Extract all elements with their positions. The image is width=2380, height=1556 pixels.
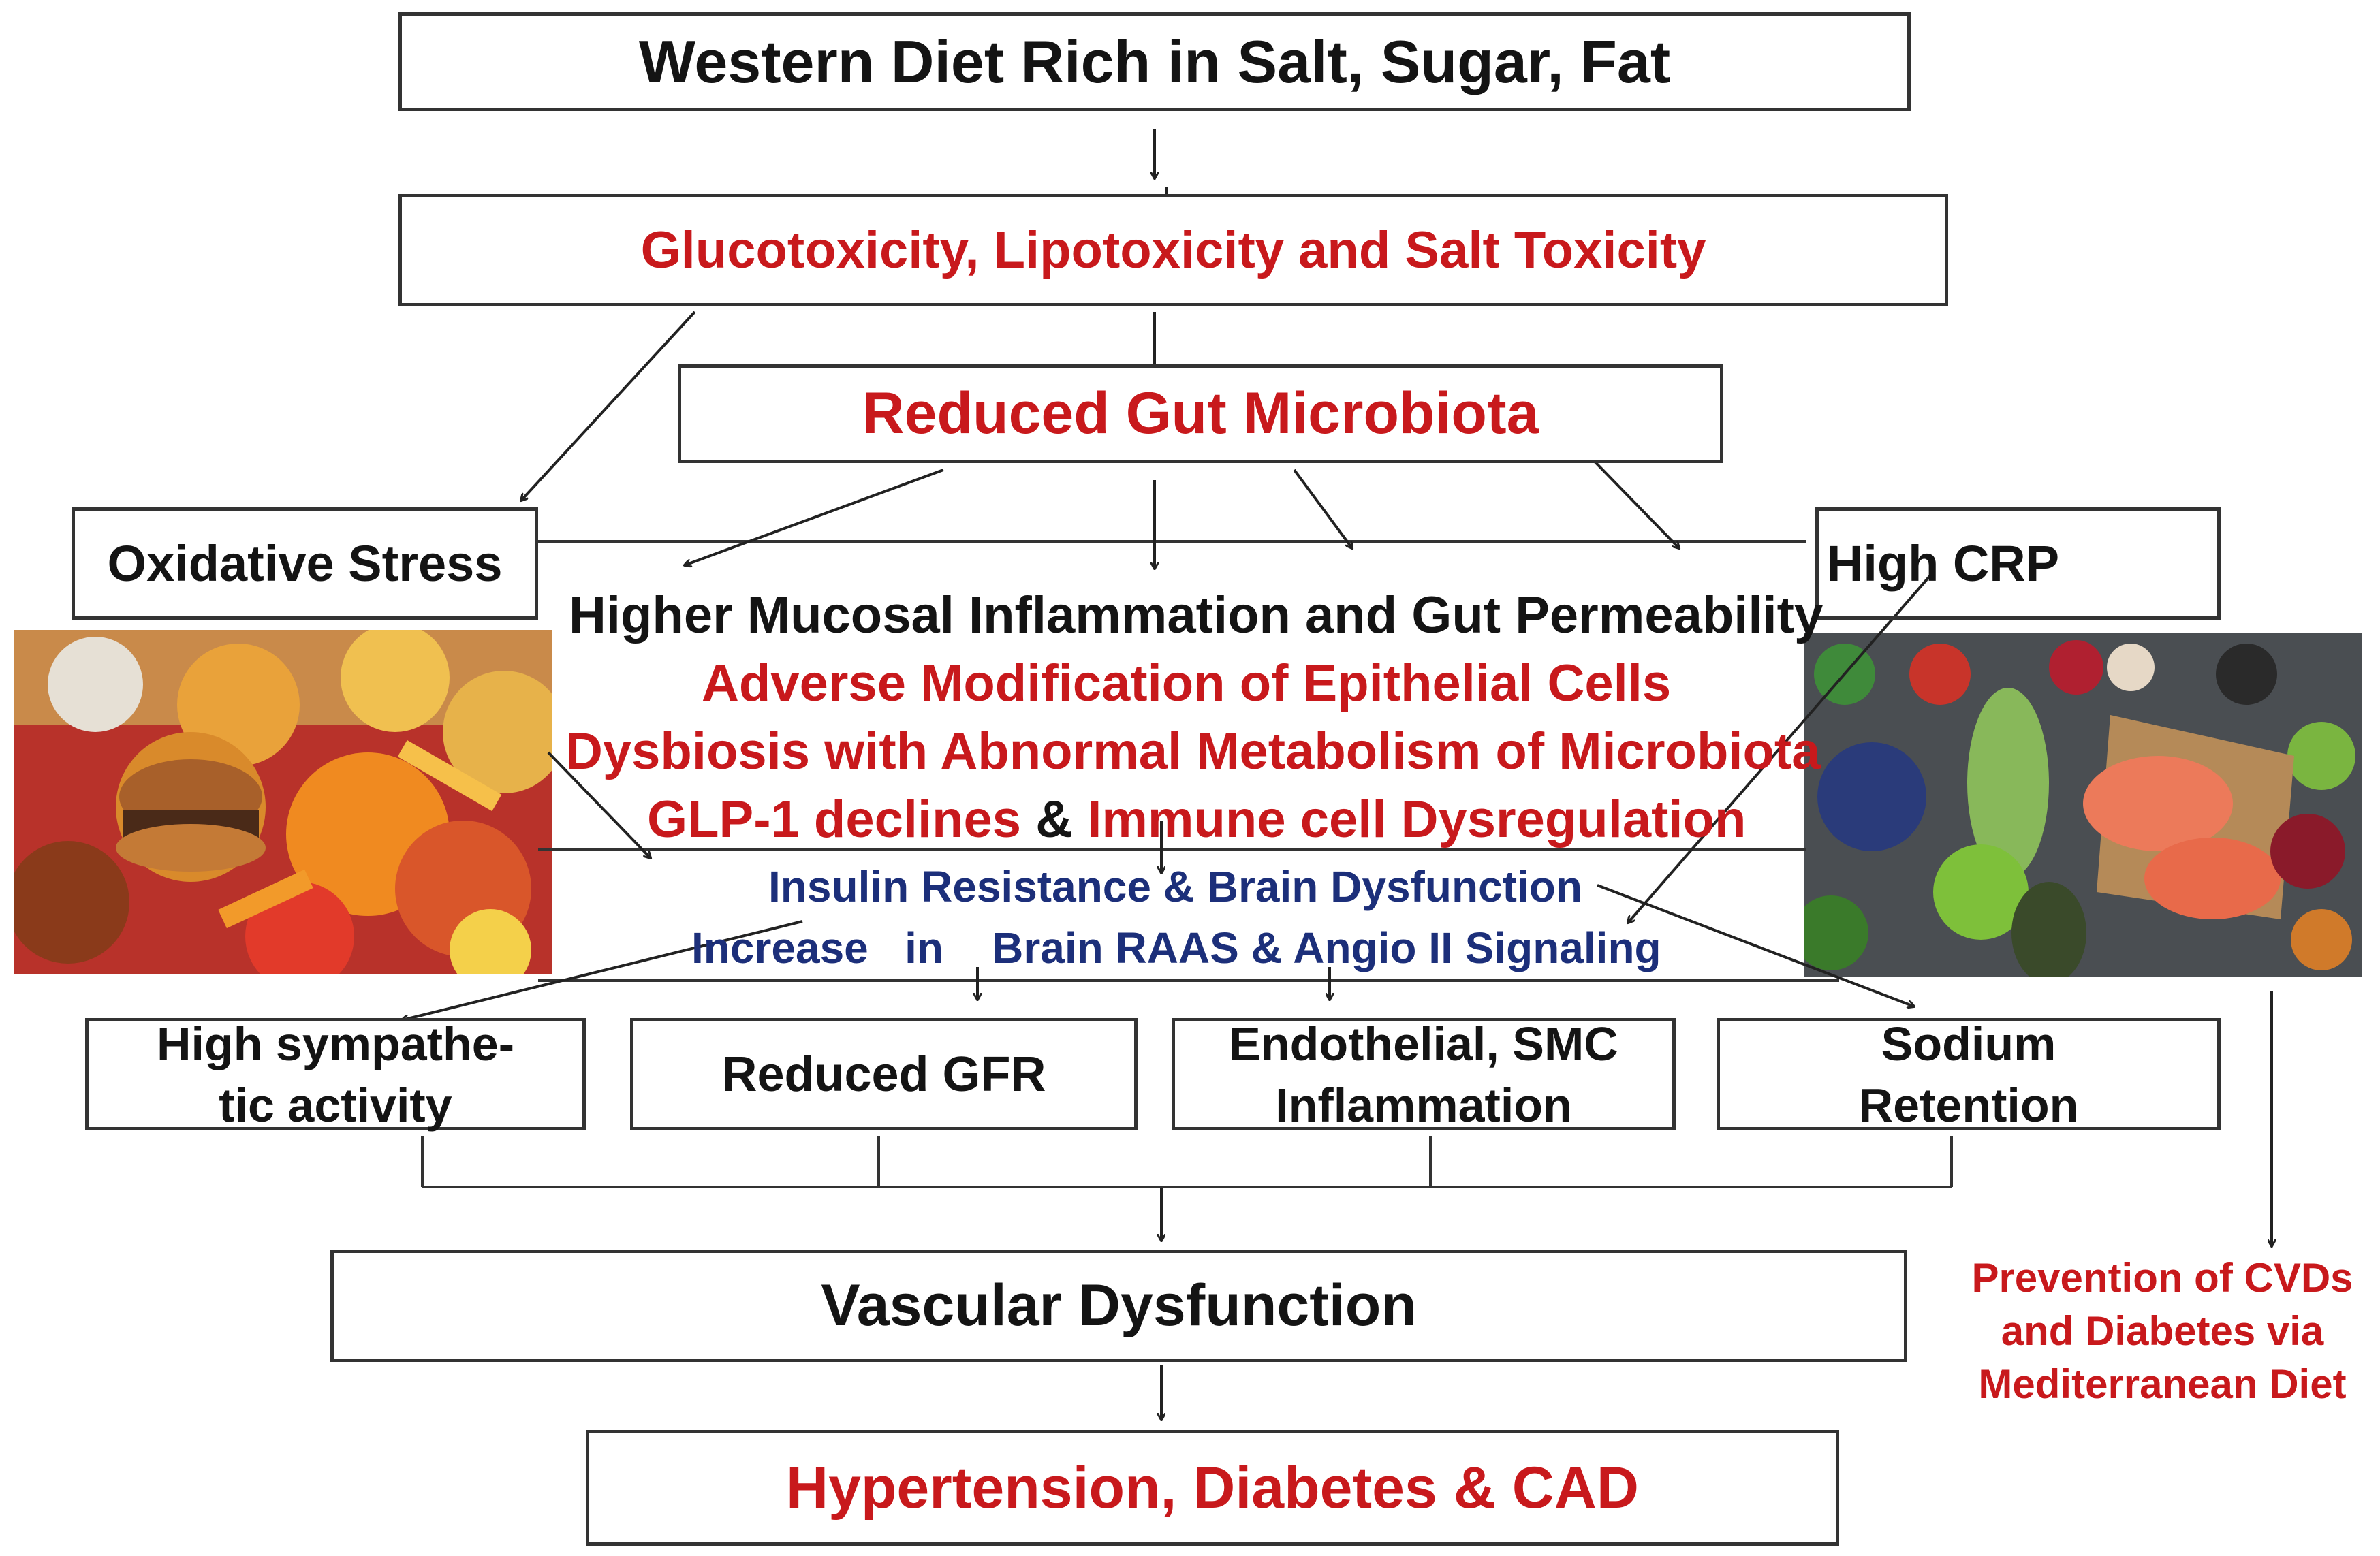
ampersand-text: &: [1035, 791, 1074, 848]
sodium-line2: Retention: [1858, 1078, 2079, 1132]
endothelial-line1: Endothelial, SMC: [1229, 1017, 1618, 1070]
sympathetic-line1: High sympathe-: [156, 1017, 515, 1070]
prevention-line1: Prevention of CVDs: [1971, 1255, 2353, 1301]
prevention-line3: Mediterranean Diet: [1978, 1361, 2347, 1407]
vascular-dysfunction-box: Vascular Dysfunction: [330, 1250, 1907, 1362]
glp1-line: GLP-1 declines & Immune cell Dysregulati…: [647, 790, 1746, 849]
glp1-text: GLP-1 declines: [647, 791, 1022, 848]
dysbiosis-text: Dysbiosis with Abnormal Metabolism of Mi…: [565, 723, 1821, 780]
immune-dysregulation-text: Immune cell Dysregulation: [1087, 791, 1747, 848]
high-crp-label: High CRP: [1826, 535, 2060, 592]
western-diet-box: Western Diet Rich in Salt, Sugar, Fat: [398, 12, 1911, 111]
mediterranean-food-photo: [1804, 633, 2362, 977]
prevention-line2: and Diabetes via: [2001, 1308, 2324, 1354]
mucosal-inflammation-text: Higher Mucosal Inflammation and Gut Perm…: [569, 586, 1823, 644]
insulin-resistance-text: Insulin Resistance & Brain Dysfunction: [768, 862, 1582, 911]
toxicity-box: Glucotoxicity, Lipotoxicity and Salt Tox…: [398, 194, 1948, 306]
epithelial-modification-text: Adverse Modification of Epithelial Cells: [702, 654, 1672, 712]
reduced-gfr-label: Reduced GFR: [721, 1047, 1046, 1102]
outcome-label: Hypertension, Diabetes & CAD: [785, 1455, 1640, 1521]
endothelial-inflammation-box: Endothelial, SMC Inflammation: [1172, 1017, 1676, 1132]
junk-food-photo: [14, 630, 552, 974]
oxidative-stress-label: Oxidative Stress: [107, 535, 503, 592]
gut-microbiota-box: Reduced Gut Microbiota: [678, 364, 1723, 463]
endothelial-line2: Inflammation: [1275, 1078, 1572, 1132]
high-crp-box: High CRP: [1815, 507, 2221, 620]
sodium-retention-box: Sodium Retention: [1717, 1017, 2221, 1132]
sympathetic-line2: tic activity: [219, 1078, 452, 1132]
prevention-note: Prevention of CVDs and Diabetes via Medi…: [1950, 1252, 2375, 1411]
oxidative-stress-box: Oxidative Stress: [72, 507, 538, 620]
sodium-line1: Sodium: [1881, 1017, 2056, 1070]
gut-microbiota-label: Reduced Gut Microbiota: [862, 381, 1539, 446]
brain-raas-text: Increase in Brain RAAS & Angio II Signal…: [691, 923, 1661, 972]
outcome-box: Hypertension, Diabetes & CAD: [586, 1430, 1839, 1546]
reduced-gfr-box: Reduced GFR: [630, 1018, 1138, 1130]
western-diet-label: Western Diet Rich in Salt, Sugar, Fat: [638, 27, 1671, 95]
toxicity-label: Glucotoxicity, Lipotoxicity and Salt Tox…: [640, 221, 1706, 279]
vascular-dysfunction-label: Vascular Dysfunction: [821, 1273, 1417, 1338]
sympathetic-activity-box: High sympathe- tic activity: [85, 1017, 586, 1132]
